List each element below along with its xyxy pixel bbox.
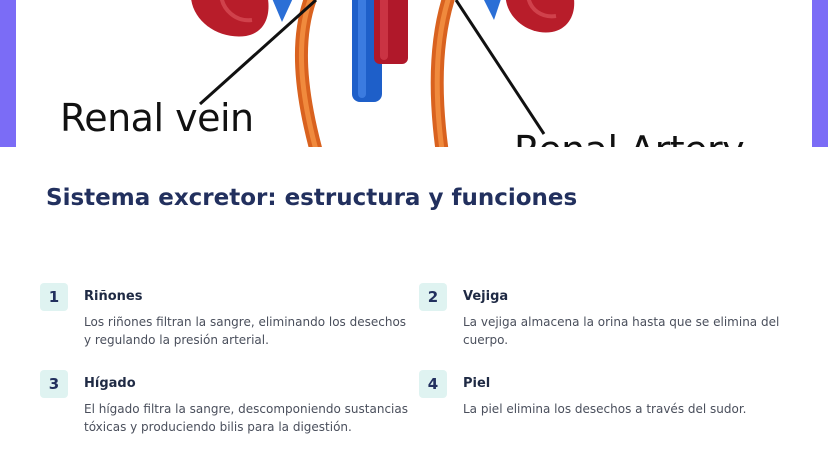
renal-vein-label: Renal vein: [60, 96, 254, 140]
number-badge: 4: [419, 370, 447, 398]
number-badge: 1: [40, 283, 68, 311]
kidney-illustration: Renal vein Renal Artery: [16, 0, 812, 147]
page-title: Sistema excretor: estructura y funciones: [46, 185, 578, 211]
item-title: Riñones: [84, 289, 143, 304]
number-badge: 3: [40, 370, 68, 398]
item-description: El hígado filtra la sangre, descomponien…: [84, 402, 408, 434]
kidney-diagram: [191, 0, 575, 147]
number-badge: 2: [419, 283, 447, 311]
item-description: La piel elimina los desechos a través de…: [463, 402, 747, 416]
hero-banner: Renal vein Renal Artery: [0, 0, 828, 147]
item-description: Los riñones filtran la sangre, eliminand…: [84, 315, 407, 347]
renal-artery-label: Renal Artery: [514, 128, 745, 147]
item-description: La vejiga almacena la orina hasta que se…: [463, 315, 780, 347]
item-title: Hígado: [84, 376, 136, 391]
content-section: Sistema excretor: estructura y funciones…: [0, 147, 828, 466]
item-title: Vejiga: [463, 289, 509, 304]
item-title: Piel: [463, 376, 491, 391]
